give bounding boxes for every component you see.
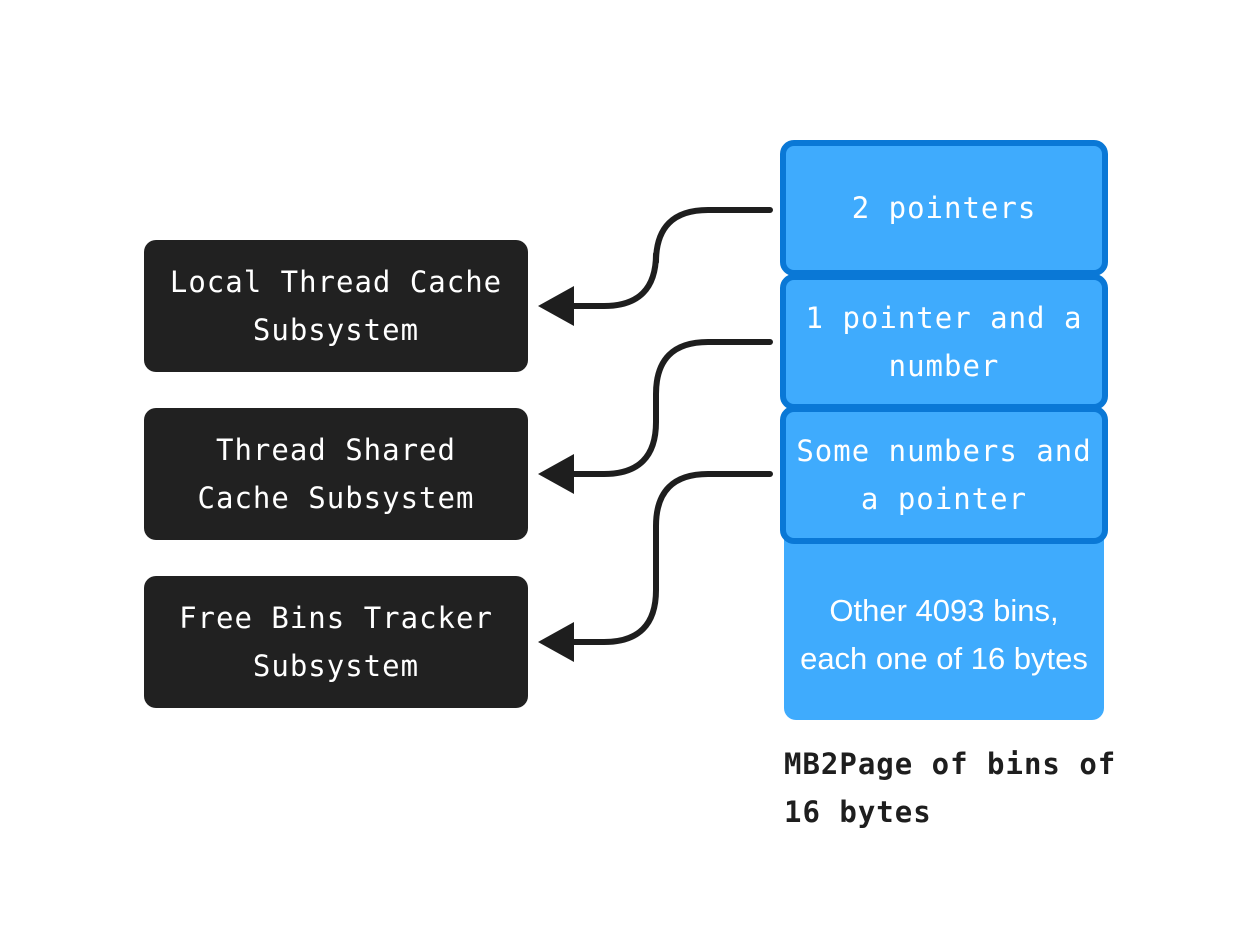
bin-other-label: Other 4093 bins, each one of 16 bytes — [800, 593, 1088, 676]
bin-3: Some numbers and a pointer — [780, 406, 1108, 544]
connector-bin1-to-local — [563, 207, 773, 309]
free-bins-tracker-subsystem: Free Bins Tracker Subsystem — [144, 576, 528, 708]
connector-bin2-to-shared — [563, 339, 773, 477]
bin-1-label: 2 pointers — [851, 191, 1037, 225]
free-bins-tracker-label: Free Bins Tracker Subsystem — [179, 601, 493, 683]
arrowhead-free — [538, 622, 574, 662]
bin-2: 1 pointer and a number — [780, 274, 1108, 410]
local-thread-cache-label: Local Thread Cache Subsystem — [169, 265, 503, 347]
caption-text: MB2Page of bins of 16 bytes — [784, 747, 1117, 829]
bin-3-label: Some numbers and a pointer — [796, 434, 1092, 516]
bin-other: Other 4093 bins, each one of 16 bytes — [784, 540, 1104, 720]
connector-bin3-to-free — [563, 471, 773, 645]
local-thread-cache-subsystem: Local Thread Cache Subsystem — [144, 240, 528, 372]
arrowhead-local — [538, 286, 574, 326]
thread-shared-cache-label: Thread Shared Cache Subsystem — [197, 433, 475, 515]
thread-shared-cache-subsystem: Thread Shared Cache Subsystem — [144, 408, 528, 540]
bin-1: 2 pointers — [780, 140, 1108, 276]
bin-2-label: 1 pointer and a number — [805, 301, 1083, 383]
page-caption: MB2Page of bins of 16 bytes — [784, 740, 1144, 836]
arrowhead-shared — [538, 454, 574, 494]
